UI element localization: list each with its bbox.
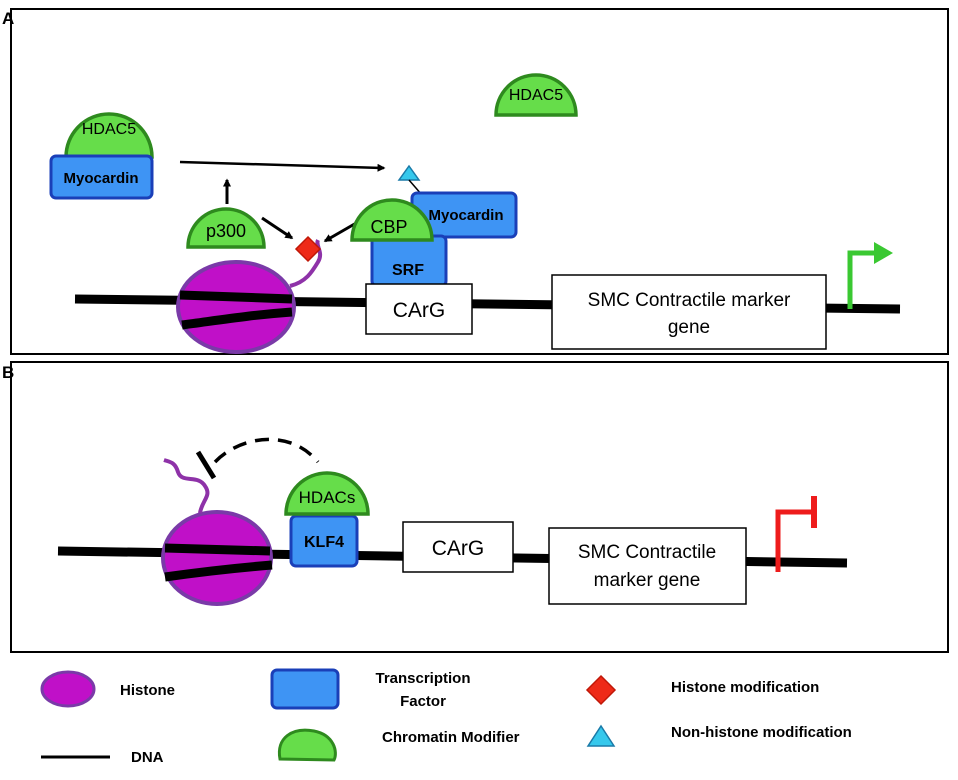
smc-gene-label-line1: SMC Contractile marker xyxy=(588,290,791,311)
legend-tf-label-line2: Factor xyxy=(400,693,446,710)
panel-a-letter: A xyxy=(2,9,14,28)
myocardin-left-label: Myocardin xyxy=(63,170,138,187)
smc-gene-b-line1: SMC Contractile xyxy=(578,542,716,563)
myocardin-right-label: Myocardin xyxy=(428,207,503,224)
legend-histone-modification-label: Histone modification xyxy=(671,679,819,696)
non-histone-modification-icon xyxy=(397,164,421,181)
carg-element-b xyxy=(402,521,514,573)
cbp-acetylation-arrow xyxy=(323,220,359,243)
inhibition-bar xyxy=(195,450,217,480)
histone-tail xyxy=(289,239,323,288)
smc-gene-b-line2: marker gene xyxy=(594,570,701,591)
carg-label: CArG xyxy=(393,299,446,322)
legend-histone-icon xyxy=(40,670,96,708)
panel-a-frame xyxy=(10,8,949,355)
klf4-label: KLF4 xyxy=(304,534,344,551)
dna-wrap-b xyxy=(164,560,273,582)
panel-b-letter: B xyxy=(2,363,14,382)
dna-wrap-top xyxy=(179,290,293,304)
panel-a: A HDAC5 Myocardin HDAC5 p300 xyxy=(2,8,949,355)
legend-non-histone-modification-icon xyxy=(586,724,616,747)
myocardin-translocation-arrow xyxy=(179,160,386,172)
p300-label: p300 xyxy=(206,221,246,241)
active-promoter-arrow-icon xyxy=(874,242,893,264)
p300-acetylation-arrow xyxy=(261,216,294,240)
carg-label-b: CArG xyxy=(432,537,485,560)
legend-dna-label: DNA xyxy=(131,749,164,766)
hdac5-modifier-left xyxy=(64,112,154,159)
panel-b-frame xyxy=(10,361,949,653)
hdac5-left-label: HDAC5 xyxy=(82,121,136,138)
active-promoter-stem xyxy=(847,250,876,309)
smc-gene-box-b xyxy=(548,527,747,605)
p300-modifier xyxy=(186,207,266,249)
dna-wrap xyxy=(181,307,293,330)
histone-b xyxy=(161,510,273,606)
hdac5-right-label: HDAC5 xyxy=(509,87,563,104)
smc-gene-label-line2: gene xyxy=(668,317,710,338)
cbp-label: CBP xyxy=(370,217,407,237)
histone xyxy=(176,260,296,354)
inhibition-dashed-arc xyxy=(213,437,320,464)
legend-chromatin-modifier-label: Chromatin Modifier xyxy=(382,729,520,746)
legend-tf-icon xyxy=(270,668,340,710)
hdacs-modifier xyxy=(284,471,370,516)
legend-chromatin-modifier-icon xyxy=(277,728,337,762)
hdacs-label: HDACs xyxy=(299,488,356,507)
histone-tail-b xyxy=(163,458,210,514)
legend-non-histone-modification-label: Non-histone modification xyxy=(671,724,852,741)
dna-wrap-top-b xyxy=(164,543,271,556)
repressed-promoter-stem xyxy=(775,509,812,572)
carg-element xyxy=(365,283,473,335)
legend-histone-modification-icon xyxy=(585,674,617,706)
hdac5-modifier-right xyxy=(494,73,578,117)
cbp-modifier xyxy=(350,198,434,242)
klf4-tf xyxy=(289,514,359,568)
myocardin-tf-left xyxy=(49,154,154,200)
histone-modification-icon xyxy=(294,235,322,263)
srf-label: SRF xyxy=(392,262,424,279)
legend: Histone DNA Transcription Factor Chromat… xyxy=(40,668,852,766)
smc-gene-box xyxy=(551,274,827,350)
panel-b: B KLF4 HDACs CArG SMC Contractile marker… xyxy=(2,361,949,653)
legend-histone-label: Histone xyxy=(120,682,175,699)
legend-tf-label-line1: Transcription xyxy=(375,670,470,687)
